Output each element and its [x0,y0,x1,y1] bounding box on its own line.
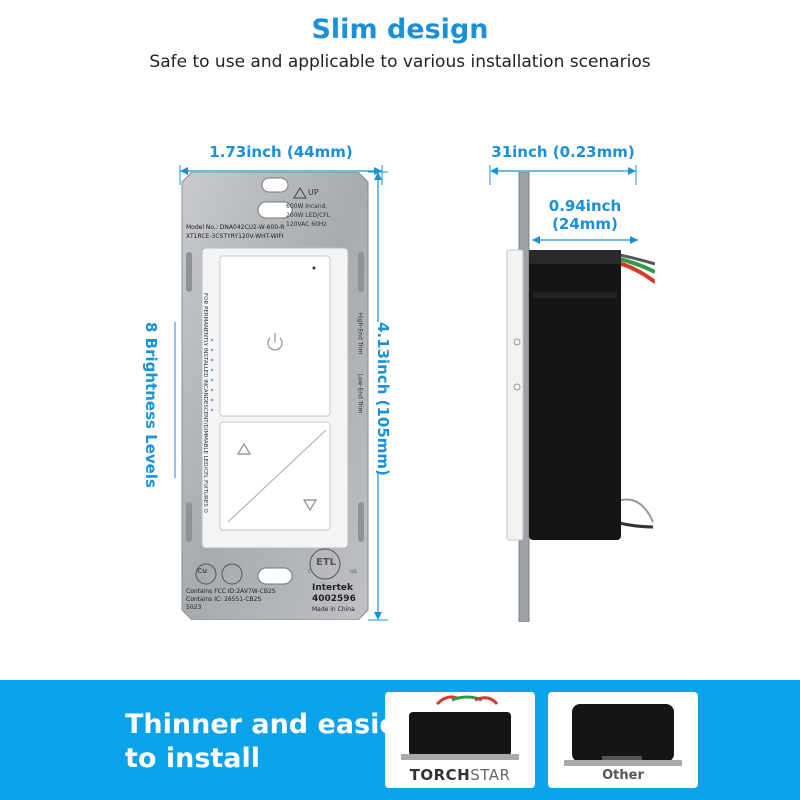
other-switch-image [564,704,682,766]
rating-line-2: 200W LED/CFL [286,212,331,219]
body-dimension-line [532,236,638,244]
power-icon [267,333,283,351]
height-label: 4.13inch (105mm) [374,322,392,476]
c-mark: c [308,568,312,575]
down-arrow-icon [302,499,318,512]
rating-line-3: 120VAC 60Hz [286,221,327,228]
etl-mark: ETL [316,557,337,568]
model-number: Model No.: DNA042CU2-W-600-R [186,224,285,231]
depth-label: 31inch (0.23mm) [491,143,635,161]
torchstar-logo: TORCHSTAR [385,766,535,784]
banner-line-1: Thinner and easier [125,709,412,740]
brightness-label: 8 Brightness Levels [142,322,160,488]
up-triangle-icon [293,187,307,199]
other-label: Other [602,768,644,783]
model-number-2: XT1RCE-3CSTYRY120V-WHT-WIFI [186,233,284,240]
width-label: 1.73inch (44mm) [209,143,353,161]
intertek-label: Intertek [312,583,353,593]
intertek-number: 4002596 [312,594,356,604]
cu-mark: Cu [197,567,208,575]
made-in: Made in China [312,606,355,613]
fcc-id: Contains FCC ID:2AV7W-CB2S [186,588,276,595]
page-title: Slim design [311,14,489,45]
width-dimension-line [179,165,383,185]
page-subtitle: Safe to use and applicable to various in… [149,52,651,72]
brand-part-a: TORCH [409,766,471,784]
rating-line-1: 600W Incand. [286,203,328,210]
body-label-2: (24mm) [552,215,618,233]
body-label-1: 0.94inch [548,197,622,215]
torchstar-switch-image [401,695,519,760]
brightness-bracket [174,322,176,478]
dimmer-switch-front [181,172,369,620]
ic-id: Contains IC: 26551-CB2S [186,596,262,603]
us-mark: us [350,568,357,575]
low-trim-label: Low-End Trim [356,373,364,414]
high-trim-label: High-End Trim [356,312,364,355]
other-card: Other [548,692,698,788]
brand-part-b: STAR [470,766,511,784]
depth-dimension-line [489,165,637,185]
side-note: FOR PERMANENTLY INSTALLED INCANDESCENT/D… [202,293,208,513]
torchstar-card: TORCHSTAR [385,692,535,788]
up-text: UP [308,188,319,197]
up-arrow-icon [236,442,252,455]
banner-text: Thinner and easier to install [125,708,411,776]
brightness-leds [210,338,214,412]
code-number: 5023 [186,604,202,611]
rating-block: 600W Incand. 200W LED/CFL 120VAC 60Hz [286,202,366,229]
banner-line-2: to install [125,743,261,774]
dimmer-switch-side [506,172,655,622]
